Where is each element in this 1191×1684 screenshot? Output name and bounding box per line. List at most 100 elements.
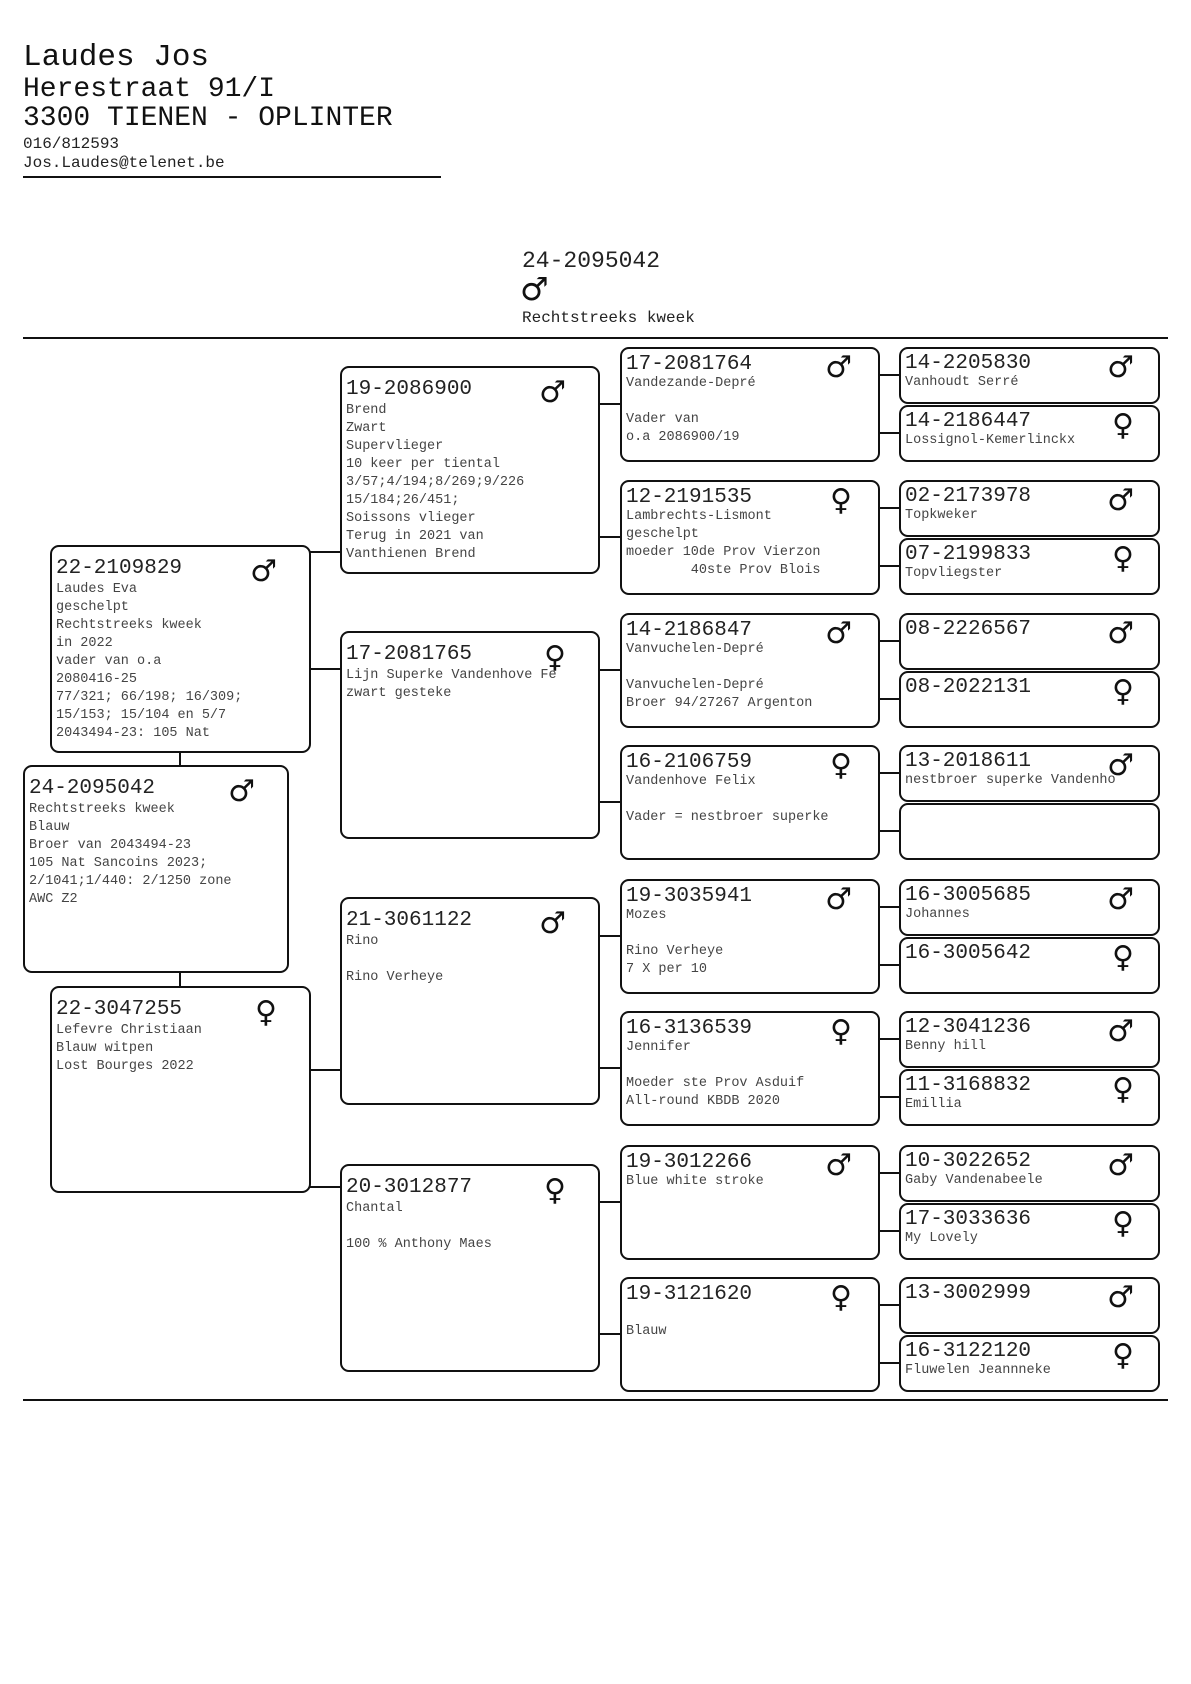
detail-line: Johannes	[905, 907, 970, 922]
pigeon-card-mmf[interactable]: 19-3012266♂Blue white stroke	[620, 1145, 880, 1260]
connector-line	[879, 698, 900, 700]
detail-line: 105 Nat Sancoins 2023;	[29, 856, 208, 871]
pigeon-details: My Lovely	[905, 1230, 1156, 1248]
pigeon-card-mffm[interactable]: 16-3005642♀	[899, 937, 1160, 994]
detail-line: 2043494-23: 105 Nat	[56, 726, 210, 741]
detail-line: vader van o.a	[56, 654, 162, 669]
connector-line	[599, 403, 621, 405]
subject-ring-title: 24-2095042	[522, 248, 661, 274]
connector-line	[599, 1067, 621, 1069]
pigeon-details: Johannes	[905, 906, 1156, 924]
pigeon-card-mmfm[interactable]: 17-3033636 ♀ My Lovely	[899, 1203, 1160, 1260]
male-icon: ♂	[539, 375, 566, 410]
ring-number: 22-3047255	[56, 998, 183, 1021]
detail-line: Benny hill	[905, 1039, 987, 1054]
pigeon-card-ffmm[interactable]: 07-2199833♀Topvliegster	[899, 538, 1160, 595]
detail-line: Lijn Superke Vandenhove Fe	[346, 668, 557, 683]
pigeon-details: Benny hill	[905, 1038, 1156, 1056]
detail-line: Mozes	[626, 908, 667, 923]
pigeon-details: Vanhoudt Serré	[905, 374, 1156, 392]
male-icon: ♂	[1107, 616, 1134, 651]
ring-number: 20-3012877	[346, 1176, 473, 1199]
detail-line: geschelpt	[56, 600, 129, 615]
pigeon-card-mfmf[interactable]: 12-3041236♂Benny hill	[899, 1011, 1160, 1068]
pigeon-card-mfff[interactable]: 16-3005685♂Johannes	[899, 879, 1160, 936]
male-icon: ♂	[825, 616, 852, 651]
pigeon-card-mmff[interactable]: 10-3022652♂Gaby Vandenabeele	[899, 1145, 1160, 1202]
pigeon-card-fffm[interactable]: 14-2186447♀Lossignol-Kemerlinckx	[899, 405, 1160, 462]
detail-line: Terug in 2021 van	[346, 529, 484, 544]
pigeon-card-mmmm[interactable]: 16-3122120♀Fluwelen Jeannneke	[899, 1335, 1160, 1392]
owner-email: Jos.Laudes@telenet.be	[23, 154, 225, 172]
detail-line: My Lovely	[905, 1231, 978, 1246]
ring-number: 12-2191535	[626, 486, 753, 509]
connector-line	[879, 507, 900, 509]
pigeon-card-fmmf[interactable]: 13-2018611♂nestbroer superke Vandenho	[899, 745, 1160, 802]
pigeon-card-mfmm[interactable]: 11-3168832♀Emillia	[899, 1069, 1160, 1126]
detail-line: Vader van	[626, 412, 699, 427]
detail-line: Blauw	[29, 820, 70, 835]
detail-line: Vandenhove Felix	[626, 774, 756, 789]
detail-line: Rino Verheye	[346, 970, 444, 985]
connector-line	[599, 935, 621, 937]
detail-line: Lossignol-Kemerlinckx	[905, 433, 1076, 448]
pigeon-card-mmmf[interactable]: 13-3002999♂	[899, 1277, 1160, 1334]
ring-number: 19-2086900	[346, 378, 473, 401]
detail-line: AWC Z2	[29, 892, 78, 907]
female-icon: ♀	[830, 748, 852, 783]
ring-number: 16-3122120	[905, 1340, 1032, 1363]
connector-line	[879, 374, 900, 376]
ring-number: 14-2205830	[905, 352, 1032, 375]
female-icon: ♀	[830, 1014, 852, 1049]
connector-line	[179, 752, 181, 766]
male-icon: ♂	[1107, 350, 1134, 385]
pigeon-details: Lossignol-Kemerlinckx	[905, 432, 1156, 450]
detail-line: Lefevre Christiaan	[56, 1023, 202, 1038]
detail-line: Rino Verheye	[626, 944, 724, 959]
female-icon: ♀	[255, 995, 277, 1030]
detail-line	[346, 951, 596, 969]
male-icon: ♂	[825, 1148, 852, 1183]
pigeon-card-fmff[interactable]: 08-2226567♂	[899, 613, 1160, 670]
detail-line: 15/153; 15/104 en 5/7	[56, 708, 227, 723]
ring-number: 17-3033636	[905, 1208, 1032, 1231]
pigeon-card-ffmf[interactable]: 02-2173978♂Topkweker	[899, 480, 1160, 537]
detail-line: Fluwelen Jeannneke	[905, 1363, 1051, 1378]
connector-line	[879, 1038, 900, 1040]
pigeon-card-ffff[interactable]: 14-2205830 ♂Vanhoudt Serré	[899, 347, 1160, 404]
detail-line: Soissons vlieger	[346, 511, 476, 526]
owner-street: Herestraat 91/I	[23, 74, 276, 105]
connector-line	[599, 801, 621, 803]
detail-line: 2/1041;1/440: 2/1250 zone	[29, 874, 232, 889]
owner-phone: 016/812593	[23, 135, 120, 153]
detail-line: Vanthienen Brend	[346, 547, 476, 562]
pigeon-card-fmmm[interactable]	[899, 803, 1160, 860]
pigeon-card-fmfm[interactable]: 08-2022131♀	[899, 671, 1160, 728]
ring-number: 02-2173978	[905, 485, 1032, 508]
female-icon: ♀	[1112, 940, 1134, 975]
ring-number: 16-3005685	[905, 884, 1032, 907]
detail-line: Rino	[346, 934, 379, 949]
female-icon: ♀	[1112, 1206, 1134, 1241]
pigeon-card-mmm[interactable]: 19-3121620♀Blauw	[620, 1277, 880, 1392]
bottom-divider	[23, 1399, 1168, 1401]
detail-line	[626, 1305, 876, 1323]
